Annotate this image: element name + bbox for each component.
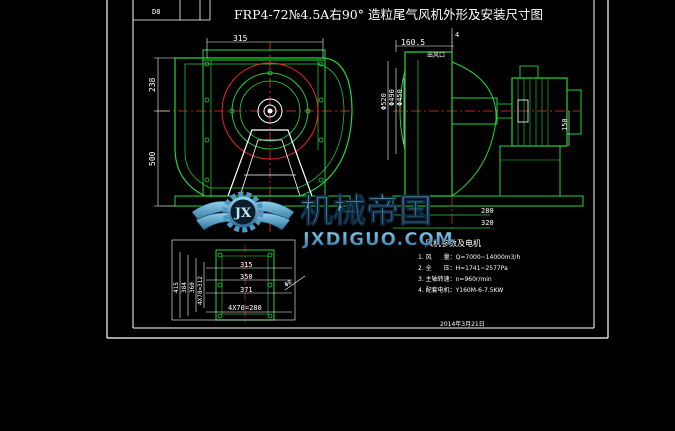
base-dim-384: 384 (181, 282, 188, 293)
title-block-code: D8 (152, 8, 160, 16)
base-dim-315: 315 (240, 261, 253, 269)
watermark-logo: JX (191, 191, 295, 233)
dim-238: 238 (148, 77, 157, 92)
base-dim-phi: Φ8 (283, 279, 293, 289)
base-dim-360: 360 (189, 282, 196, 293)
dim-500: 500 (148, 151, 157, 166)
drawing-title: FRP4-72№4.5A右90° 造粒尾气风机外形及安装尺寸图 (234, 7, 543, 22)
dim-280: 280 (481, 207, 494, 215)
spec-item-1: 1. 风 量：Q=7000~14000m3/h (418, 254, 520, 261)
base-dim-350: 350 (240, 273, 253, 281)
base-plan-view (215, 245, 275, 325)
watermark-brand-en: JXDIGUO.COM (301, 229, 454, 250)
base-dimension-lines (171, 239, 306, 321)
spec-item-2: 2. 全 压：H=1741~2577Pa (418, 264, 508, 272)
logo-letters: JX (234, 206, 252, 221)
fan-front-view (160, 42, 360, 232)
spec-item-3: 3. 主轴转速：n=960r/min (418, 275, 492, 283)
dim-150: 150 (561, 118, 569, 131)
title-block (133, 0, 211, 21)
sheet-frame (106, 0, 609, 339)
dim-315-top: 315 (233, 34, 248, 43)
dim-phi520: Φ520 (380, 93, 388, 110)
spec-title: 风机参数及电机 (425, 238, 481, 248)
front-dimension-lines (154, 38, 324, 207)
side-dimension-lines (387, 28, 570, 160)
spec-item-4: 4. 配套电机：Y160M-6-7.5KW (418, 286, 503, 294)
base-dim-371: 371 (240, 286, 253, 294)
base-dim-4x70: 4X70=280 (228, 304, 262, 312)
dim-phi490: Φ490 (388, 89, 396, 106)
dim-320: 320 (481, 219, 494, 227)
dim-160-5: 160.5 (401, 38, 425, 47)
dim-4: 4 (455, 31, 459, 39)
watermark-brand-cn: 机械帝国 (300, 191, 432, 230)
drawing-date: 2014年3月21日 (440, 320, 485, 328)
fan-side-view (392, 34, 584, 232)
dim-phi450: Φ450 (396, 89, 404, 106)
base-dim-415: 415 (173, 282, 180, 293)
outlet-note: 出风口 (427, 51, 445, 59)
base-dim-4x78: 4X78=312 (197, 276, 204, 305)
